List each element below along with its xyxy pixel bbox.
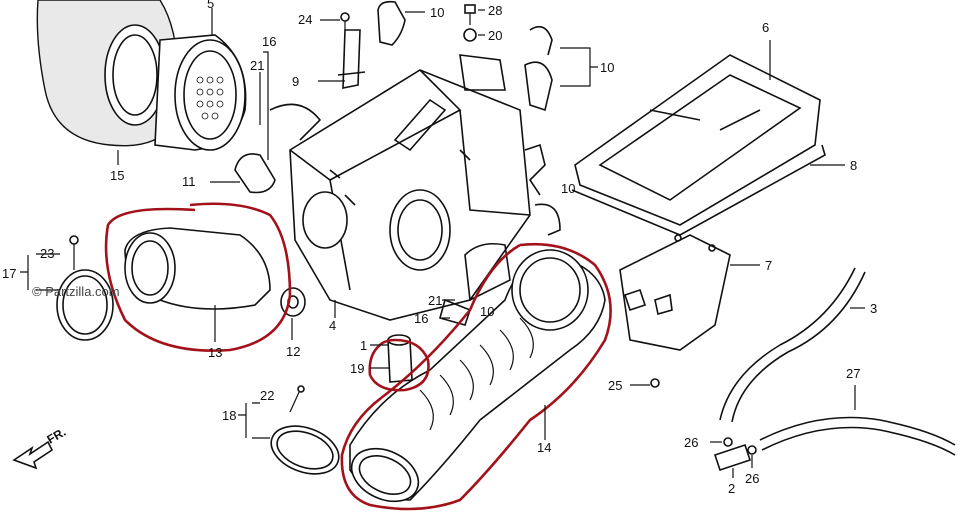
circle-part-14 [340,242,612,511]
part-9-bracket [337,29,366,89]
callout-20: 20 [488,28,502,43]
callout-21a: 21 [250,58,264,73]
callout-24: 24 [298,12,312,27]
callout-12: 12 [286,344,300,359]
part-10-clips-right [524,25,561,236]
callout-10a: 10 [430,5,444,20]
part-27-hose [759,416,956,456]
part-7-side-cover [619,234,731,351]
callout-27: 27 [846,366,860,381]
part-13-connecting-tube [124,227,271,310]
part-20-grommet [459,28,506,91]
part-5-filter-element [154,34,247,151]
part-25-bolt [650,378,660,388]
callout-22: 22 [260,388,274,403]
callout-17: 17 [2,266,16,281]
part-14-intake-tube [349,249,606,503]
part-3-drain-hose [719,267,866,423]
part-15-duct-cover [36,0,179,147]
callout-labels: 5 15 16 21 11 9 24 10 28 20 10 6 8 10 7 … [2,0,877,496]
callout-14: 14 [537,440,551,455]
part-22-screw [289,385,305,413]
callout-16a: 16 [262,34,276,49]
part-6-air-box-lid [574,54,821,226]
callout-26a: 26 [684,435,698,450]
callout-1: 1 [360,338,367,353]
front-direction-marker: FR. [12,425,68,470]
part-16-21-clamp-right [439,242,511,326]
part-18-clamp [270,425,340,475]
part-23-screw [69,235,79,270]
callout-19: 19 [350,361,364,376]
callout-2: 2 [728,481,735,496]
watermark: © Partzilla.com [32,284,120,299]
callout-16b: 16 [414,311,428,326]
part-11-clamp [234,103,322,194]
callout-10d: 10 [480,304,494,319]
callout-21b: 21 [428,293,442,308]
part-24-screw [340,12,350,30]
callout-10c: 10 [561,181,575,196]
callout-26b: 26 [745,471,759,486]
circle-part-13 [104,202,292,352]
callout-4: 4 [329,318,336,333]
callout-13: 13 [208,345,222,360]
callout-8: 8 [850,158,857,173]
callout-3: 3 [870,301,877,316]
part-8-gasket [571,144,826,236]
red-annotation-marks [104,202,612,511]
callout-9: 9 [292,74,299,89]
callout-10b: 10 [600,60,614,75]
callout-18: 18 [222,408,236,423]
part-10-clip-top [377,0,406,46]
part-2-joint [713,443,752,472]
callout-6: 6 [762,20,769,35]
part-26-clips [723,437,757,455]
callout-25: 25 [608,378,622,393]
callout-7: 7 [765,258,772,273]
callout-23: 23 [40,246,54,261]
callout-11: 11 [182,174,196,189]
callout-15: 15 [110,168,124,183]
leader-lines [20,8,865,478]
part-28-bolt [464,4,476,25]
callout-28: 28 [488,3,502,18]
part-17-clamp [56,269,114,341]
part-4-air-box [289,69,531,321]
circle-part-19 [368,338,430,392]
callout-5: 5 [207,0,214,11]
